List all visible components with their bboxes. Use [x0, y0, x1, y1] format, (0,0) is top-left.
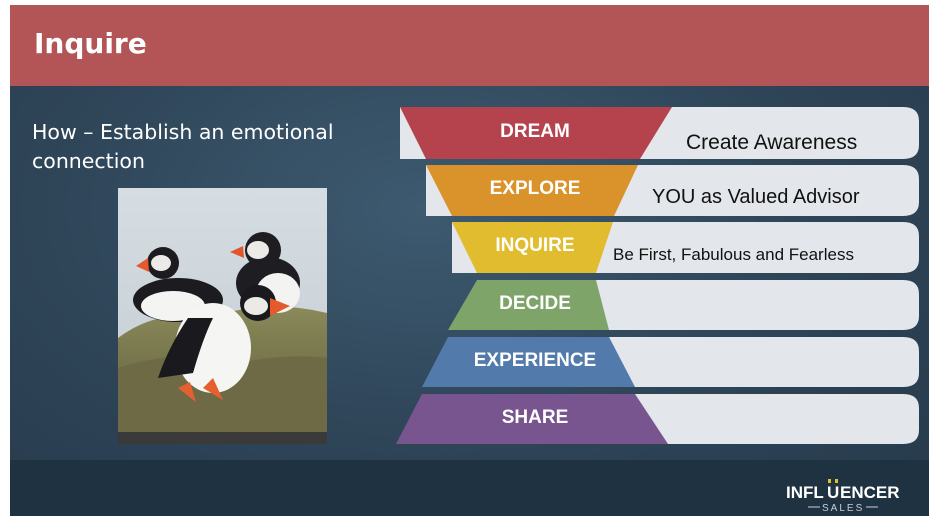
svg-text:INFL: INFL: [786, 483, 824, 502]
svg-text:SALES: SALES: [822, 503, 864, 514]
stage-label-experience: EXPERIENCE: [473, 350, 597, 371]
stage-band-inquire: [452, 222, 613, 273]
stage-label-explore: EXPLORE: [489, 178, 581, 199]
title-bar: Inquire: [10, 5, 929, 86]
funnel-diagram: [396, 107, 919, 444]
stage-band-explore: [426, 165, 638, 216]
stage-description-explore: YOU as Valued Advisor: [652, 186, 860, 208]
stage-description-inquire: Be First, Fabulous and Fearless: [613, 245, 854, 264]
stage-label-inquire: INQUIRE: [495, 235, 575, 256]
stage-band-share: [396, 394, 668, 444]
svg-text:U: U: [827, 483, 839, 502]
stage-band-dream: [400, 107, 672, 159]
stage-band-decide: [448, 280, 609, 330]
stage-description-dream: Create Awareness: [686, 131, 858, 154]
stage-label-decide: DECIDE: [499, 293, 571, 314]
stage-band-experience: [422, 337, 635, 387]
stage-label-share: SHARE: [501, 407, 569, 428]
svg-text:ENCER: ENCER: [840, 483, 900, 502]
puffin-photo: [118, 188, 327, 444]
slide: Inquire How – Establish an emotional con…: [10, 5, 929, 516]
influencer-sales-logo: INFL U ENCER SALES: [786, 479, 900, 514]
stage-label-dream: DREAM: [500, 121, 570, 142]
slide-subtitle: How – Establish an emotional connection: [32, 120, 334, 173]
slide-title: Inquire: [34, 27, 147, 60]
footer-bar: [10, 460, 929, 516]
